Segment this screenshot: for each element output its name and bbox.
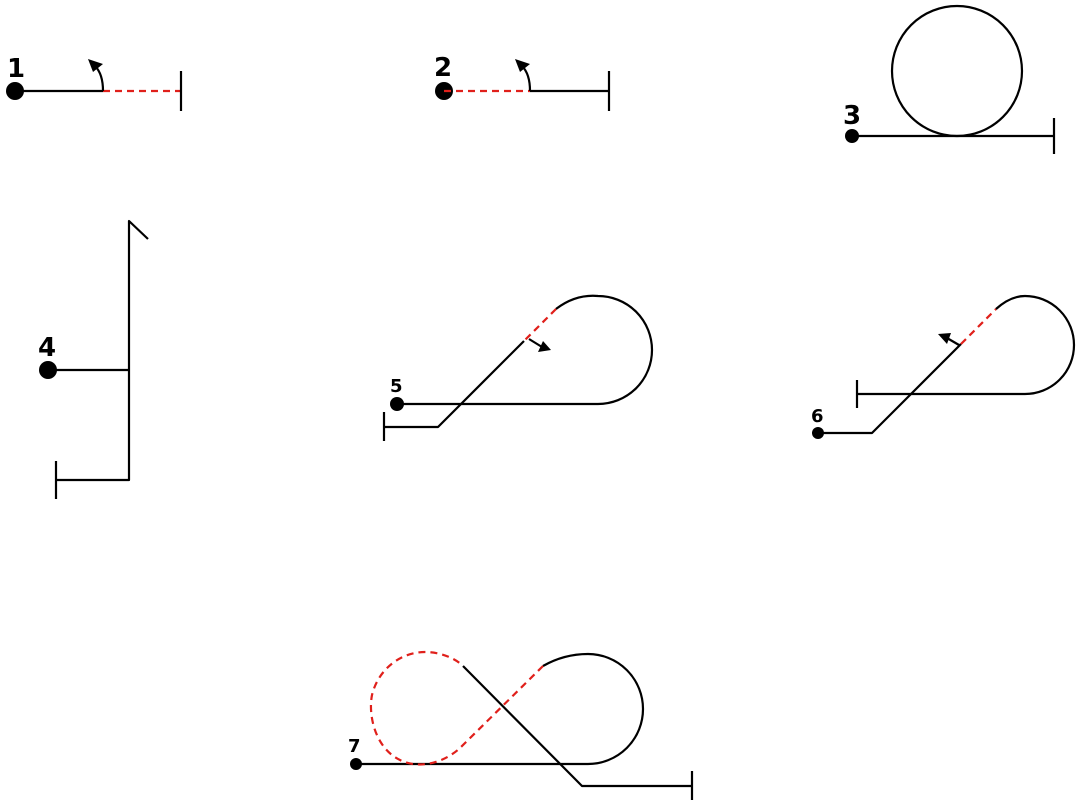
loop-path-right [356, 652, 645, 766]
loop-circle [890, 4, 1024, 138]
vertical-stem [56, 219, 149, 482]
panel-label: 5 [390, 376, 403, 397]
panel-3: 3 [843, 4, 1056, 154]
dashed-segment [523, 308, 557, 342]
panel-2: 2 [434, 53, 611, 111]
loop-path [857, 294, 1076, 396]
panel-label: 3 [843, 101, 861, 131]
turn-arrow-icon [521, 65, 532, 92]
diagonal-return [384, 340, 525, 429]
dashed-figure-eight [369, 650, 544, 766]
arrow-head-icon [938, 333, 951, 344]
panel-1: 1 [6, 54, 183, 111]
panel-7: 7 [348, 650, 694, 800]
panel-label: 2 [434, 53, 452, 83]
turn-arrow-icon [946, 337, 960, 346]
turn-arrow-icon [94, 65, 105, 92]
panel-4: 4 [38, 219, 149, 499]
arrow-head-icon [515, 59, 530, 72]
diagonal-return [462, 665, 692, 788]
arrow-head-icon [88, 59, 103, 72]
panel-5: 5 [382, 294, 654, 441]
arrow-head-icon [538, 341, 551, 352]
panel-label: 4 [38, 333, 56, 363]
turn-arrow-icon [528, 338, 543, 348]
diagonal-segment [818, 343, 962, 435]
dashed-segment [960, 308, 997, 345]
panel-6: 6 [811, 294, 1076, 439]
loop-path [397, 294, 654, 406]
panel-label: 7 [348, 736, 361, 757]
panel-label: 1 [7, 54, 25, 84]
panel-label: 6 [811, 406, 824, 427]
